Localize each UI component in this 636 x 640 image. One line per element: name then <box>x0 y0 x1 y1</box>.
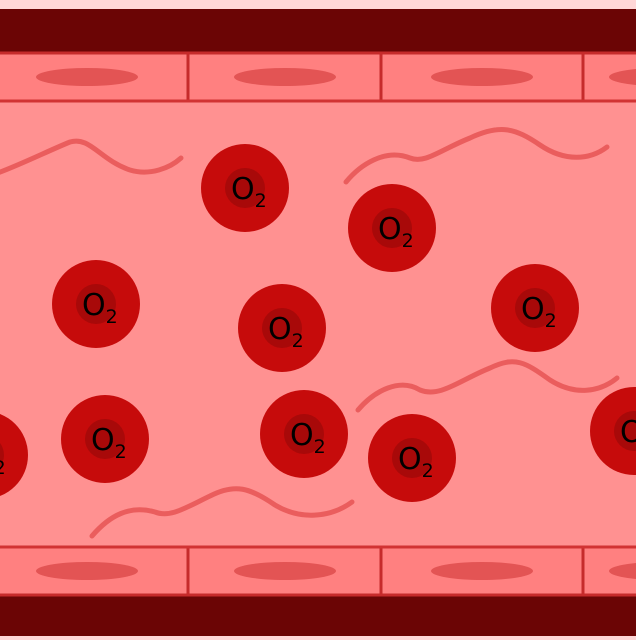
oxygen-symbol: O <box>378 212 402 247</box>
fibrin-strand-icon <box>343 127 610 185</box>
fibrin-strand-icon <box>0 138 184 175</box>
oxygen-subscript: 2 <box>314 436 326 458</box>
oxygen-subscript: 2 <box>545 310 557 332</box>
fibrin-strands <box>0 127 620 539</box>
oxygen-label: O2 <box>231 172 267 212</box>
rbc-body <box>0 414 28 496</box>
endothelial-nucleus <box>234 562 336 580</box>
oxygen-label: O2 <box>0 439 6 479</box>
oxygen-symbol: O <box>91 423 115 458</box>
rbc-center <box>225 168 265 208</box>
rbc-center <box>0 443 4 467</box>
rbc-center <box>372 208 412 248</box>
endothelial-nucleus <box>431 562 533 580</box>
fibrin-strand-icon <box>355 359 620 413</box>
endothelial-nucleus <box>36 562 138 580</box>
rbc-center <box>85 419 125 459</box>
oxygen-subscript: 2 <box>115 441 127 463</box>
oxygen-subscript: 2 <box>0 457 6 479</box>
rbc-center <box>614 411 636 451</box>
oxygen-label: O2 <box>82 288 118 328</box>
oxygen-symbol: O <box>268 312 292 347</box>
endothelial-nucleus <box>609 563 636 579</box>
red-blood-cell-icon: O2 <box>0 414 28 496</box>
oxygen-symbol: O <box>290 418 314 453</box>
endothelial-nucleus <box>609 69 636 85</box>
oxygen-label: O2 <box>91 423 127 463</box>
endothelial-nucleus <box>431 68 533 86</box>
rbc-center <box>392 438 432 478</box>
oxygen-symbol: O <box>620 415 636 450</box>
oxygen-symbol: O <box>82 288 106 323</box>
red-blood-cell-icon: O2 <box>348 184 436 272</box>
red-blood-cell-icon: O2 <box>260 390 348 478</box>
red-blood-cell-icon: O2 <box>52 260 140 348</box>
outer-wall-top <box>0 9 636 54</box>
oxygen-label: O2 <box>378 212 414 252</box>
red-blood-cells: O2O2O2O2O2O2O2O2O2O2 <box>0 144 636 502</box>
rbc-center <box>515 288 555 328</box>
oxygen-label: O2 <box>398 442 434 482</box>
red-blood-cell-icon: O2 <box>238 284 326 372</box>
oxygen-symbol: O <box>521 292 545 327</box>
oxygen-subscript: 2 <box>402 230 414 252</box>
rbc-center <box>262 308 302 348</box>
fibrin-strand-icon <box>89 486 355 539</box>
endothelial-nucleus <box>234 68 336 86</box>
red-blood-cell-icon: O2 <box>201 144 289 232</box>
oxygen-symbol: O <box>231 172 255 207</box>
endothelial-nucleus <box>36 68 138 86</box>
oxygen-subscript: 2 <box>255 190 267 212</box>
red-blood-cell-icon: O2 <box>590 387 636 475</box>
outer-wall-bottom <box>0 594 636 636</box>
rbc-center <box>284 414 324 454</box>
oxygen-symbol: O <box>398 442 422 477</box>
red-blood-cell-icon: O2 <box>368 414 456 502</box>
rbc-body <box>590 387 636 475</box>
red-blood-cell-icon: O2 <box>491 264 579 352</box>
oxygen-label: O2 <box>268 312 304 352</box>
oxygen-subscript: 2 <box>106 306 118 328</box>
oxygen-label: O2 <box>521 292 557 332</box>
oxygen-label: O2 <box>620 415 636 455</box>
oxygen-subscript: 2 <box>422 460 434 482</box>
oxygen-subscript: 2 <box>292 330 304 352</box>
red-blood-cell-icon: O2 <box>61 395 149 483</box>
oxygen-label: O2 <box>290 418 326 458</box>
rbc-center <box>76 284 116 324</box>
